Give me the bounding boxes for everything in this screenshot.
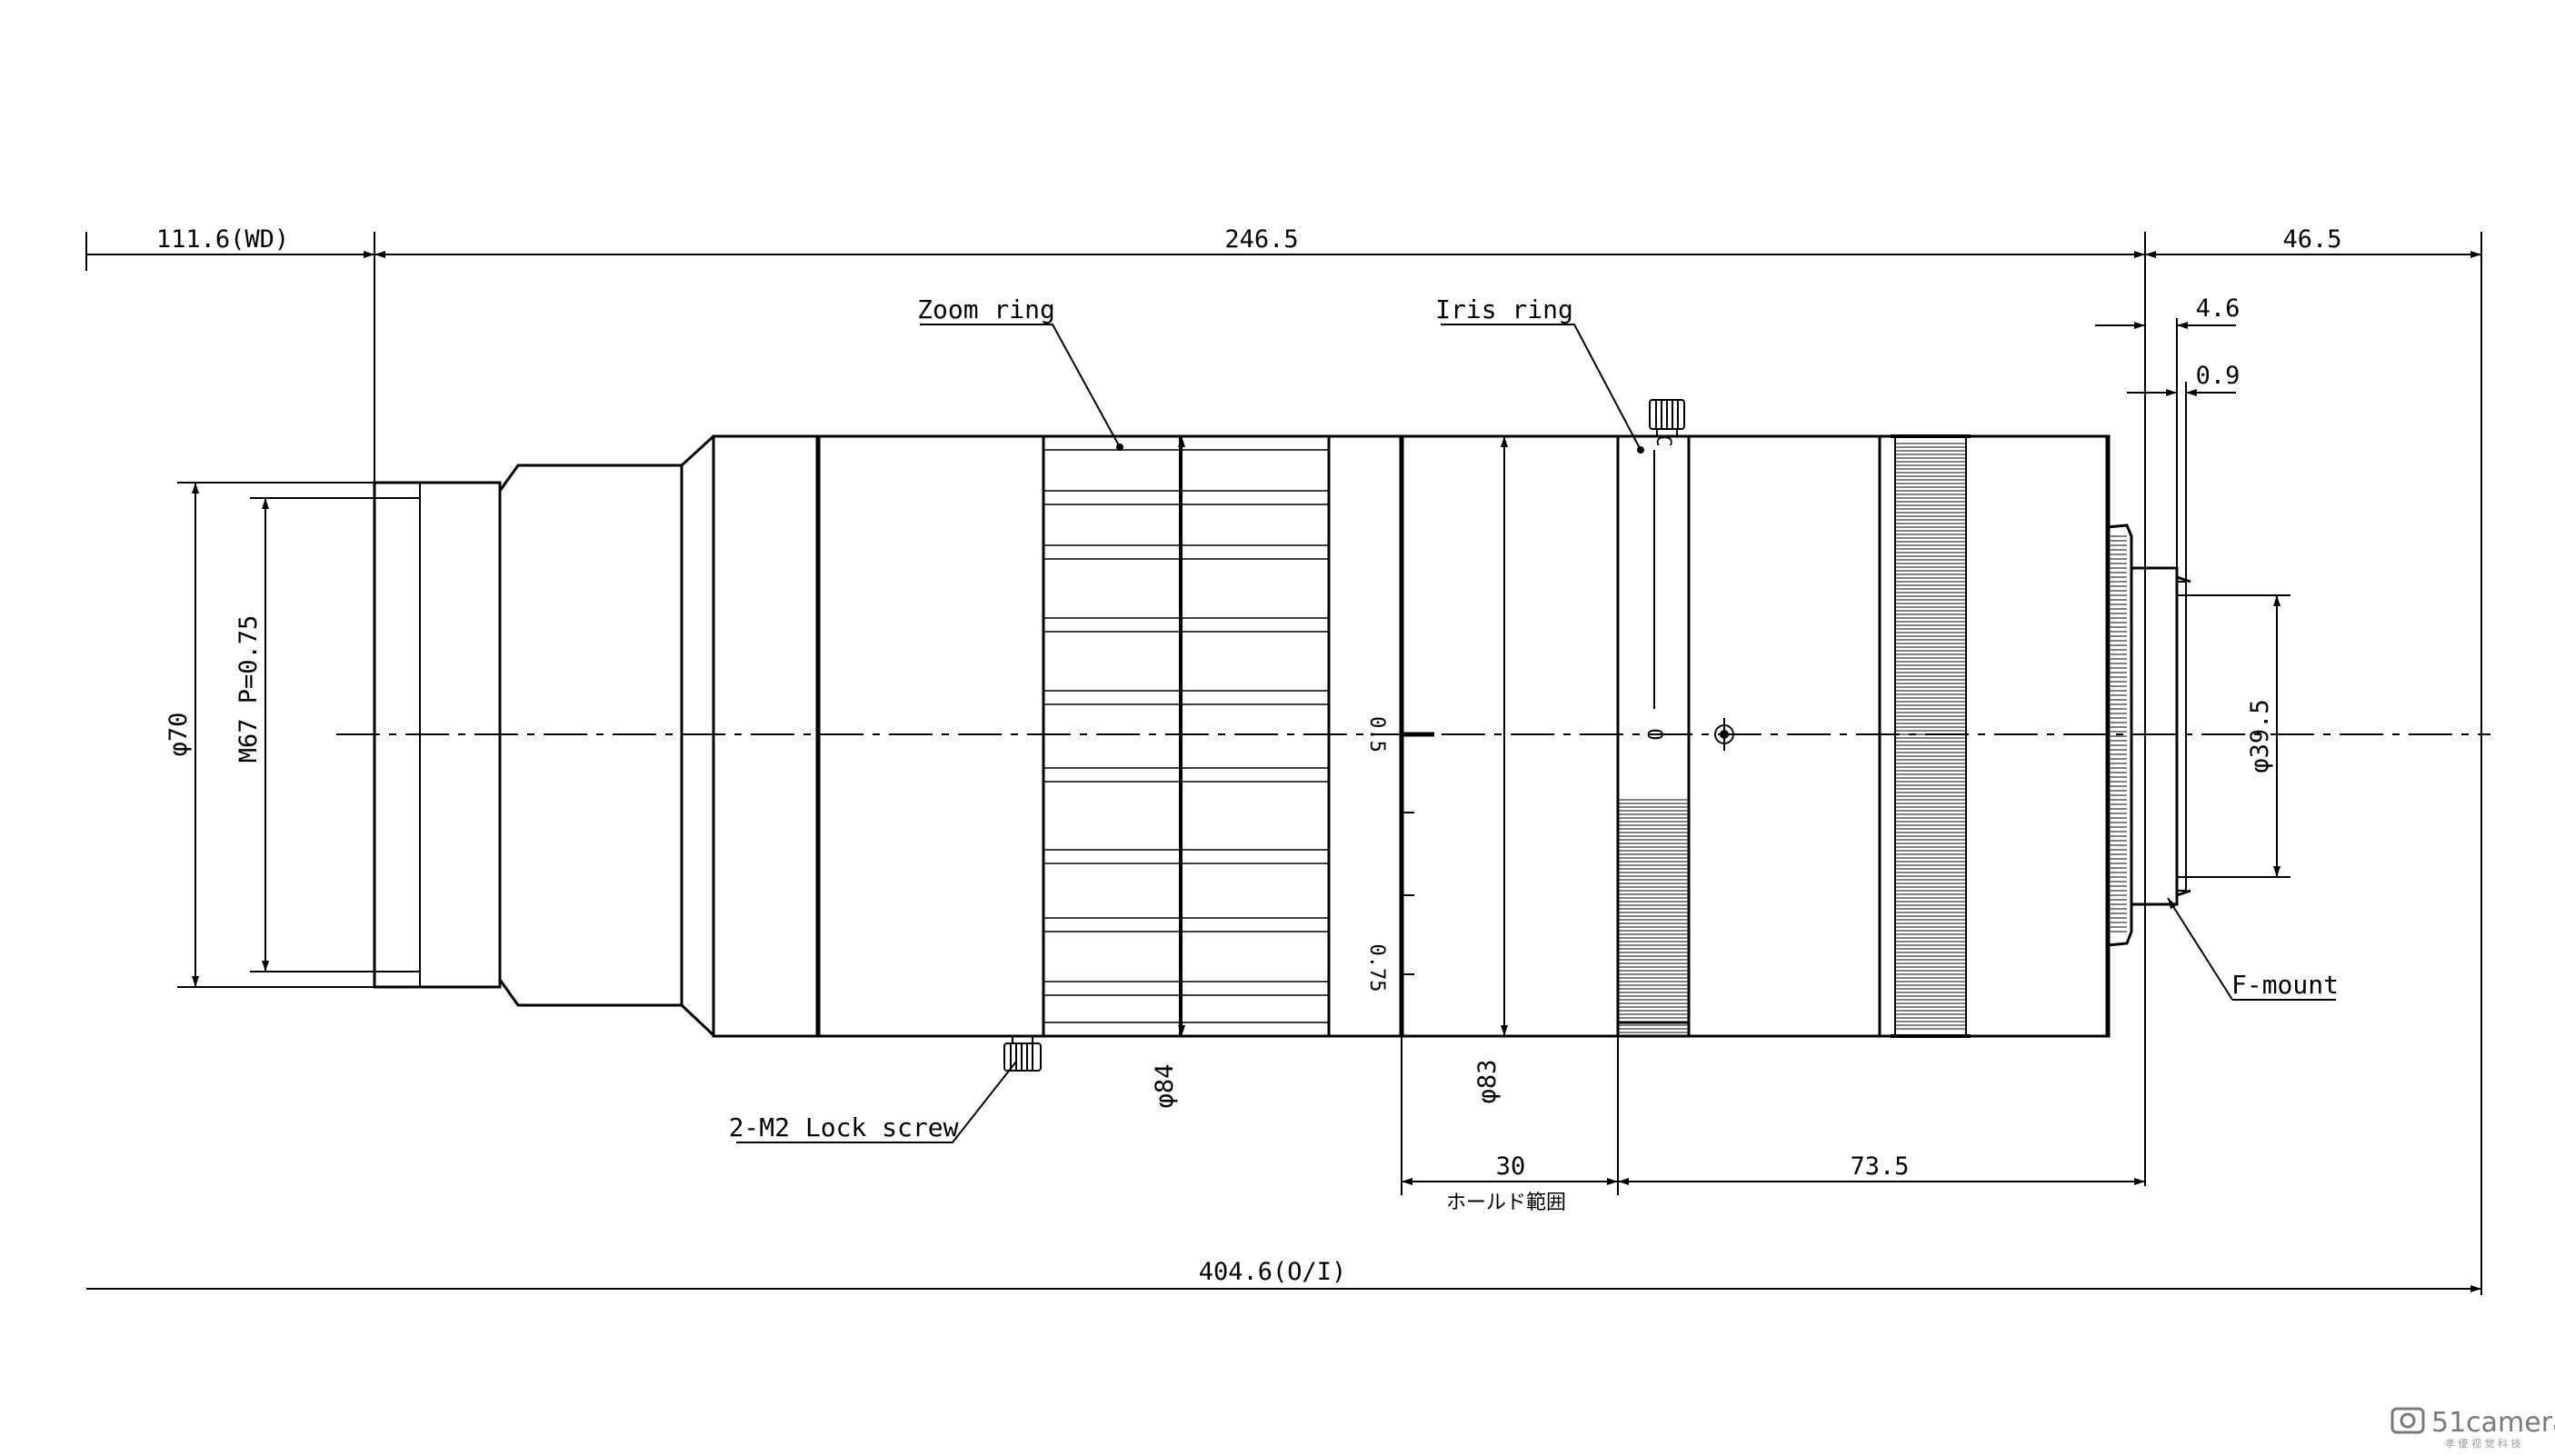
- mount-flange: [2176, 581, 2187, 892]
- zoom-ring-grip: [1043, 434, 1329, 1038]
- zoom-scale-0-5: 0.5: [1365, 716, 1388, 753]
- label-lock-screw: 2-M2 Lock screw: [729, 1112, 959, 1142]
- iris-ring-leader: [1441, 324, 1642, 451]
- watermark-brand: 51camera: [2431, 1407, 2555, 1439]
- iris-ring-knurl: [1618, 799, 1689, 1033]
- dim-4-6: 4.6: [2196, 294, 2241, 323]
- rear-knurled-ring: [1891, 434, 1971, 1038]
- dim-phi84: φ84: [1151, 1064, 1179, 1109]
- zoom-ring-leader: [920, 324, 1121, 448]
- label-zoom-ring: Zoom ring: [917, 294, 1055, 324]
- dimension-lines: [85, 232, 2482, 1295]
- dimension-texts: 111.6(WD) 246.5 46.5 4.6 0.9 φ70 M67 P=0…: [156, 225, 2342, 1286]
- dim-hold-range: ホールド範囲: [1446, 1192, 1566, 1214]
- dim-oi: 404.6(O/I): [1199, 1258, 1347, 1286]
- iris-scale-c: C: [1652, 434, 1674, 446]
- dim-phi39-5: φ39.5: [2246, 699, 2274, 773]
- dim-phi83: φ83: [1473, 1060, 1502, 1104]
- lens-body: [373, 434, 2111, 1038]
- zoom-scale-0-75: 0.75: [1365, 944, 1388, 992]
- dim-thread: M67 P=0.75: [235, 615, 263, 763]
- mount-knurl: [2111, 535, 2127, 932]
- watermark-sub: 孝 優 视 觉 科 技: [2445, 1437, 2520, 1450]
- dim-0-9: 0.9: [2196, 362, 2241, 390]
- scale-marks: 0.5 0.75 C O: [1365, 434, 1674, 992]
- dim-body-length: 246.5: [1224, 225, 1298, 254]
- dim-hold-30: 30: [1496, 1152, 1526, 1181]
- f-mount-leader: [2168, 898, 2336, 1001]
- callout-labels: Zoom ring Iris ring 2-M2 Lock screw F-mo…: [729, 294, 2339, 1142]
- f-mount: [2106, 524, 2191, 947]
- iris-scale-o: O: [1642, 728, 1665, 740]
- dim-back-length: 46.5: [2282, 225, 2341, 254]
- watermark-logo: 51camera 孝 優 视 觉 科 技: [2390, 1407, 2555, 1450]
- label-f-mount: F-mount: [2231, 970, 2339, 1000]
- screw-hole-symbol: [1714, 718, 1734, 751]
- dim-73-5: 73.5: [1850, 1152, 1909, 1181]
- dim-wd: 111.6(WD): [156, 225, 289, 254]
- zoom-scale-ticks: [1402, 732, 1434, 975]
- lock-screw-leader: [736, 1061, 1017, 1143]
- dim-phi70: φ70: [165, 713, 193, 757]
- top-lock-screw: [1649, 399, 1685, 437]
- bottom-lock-screw: [1003, 1035, 1042, 1072]
- camera-logo-icon: [2390, 1407, 2425, 1434]
- label-iris-ring: Iris ring: [1435, 294, 1573, 324]
